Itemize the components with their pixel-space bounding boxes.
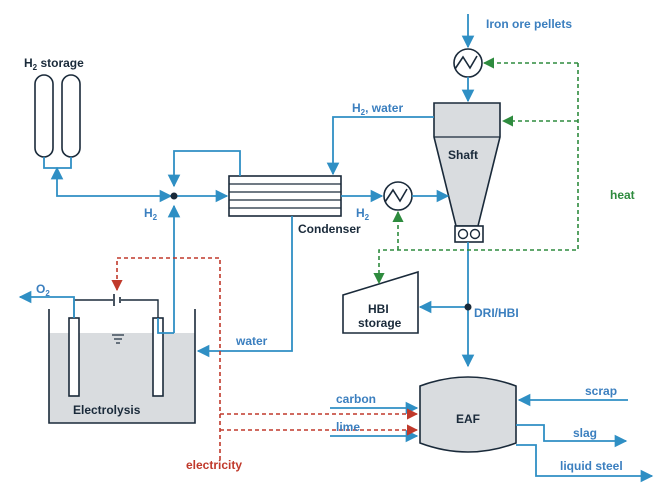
flow-slag-out <box>516 424 628 448</box>
label-dri-hbi: DRI/HBI <box>474 306 519 320</box>
label-electrolysis: Electrolysis <box>73 403 141 417</box>
flow-water-to-electrolysis <box>196 216 293 358</box>
h2-storage-tanks <box>34 74 81 158</box>
junction-dot <box>170 192 178 200</box>
label-liquid-steel: liquid steel <box>560 459 623 473</box>
label-shaft: Shaft <box>448 148 478 162</box>
hbi-storage <box>342 270 419 334</box>
electricity-to-electrolysis <box>111 257 221 460</box>
label-eaf: EAF <box>456 412 480 426</box>
label-hbi-storage-line1: HBI <box>368 302 389 316</box>
condenser <box>228 175 342 217</box>
eaf-furnace <box>419 376 517 453</box>
label-water: water <box>235 334 268 348</box>
label-iron-ore: Iron ore pellets <box>486 17 572 31</box>
label-electricity: electricity <box>186 458 242 472</box>
shaft-furnace <box>433 102 501 243</box>
label-h2-left: H2 <box>144 206 158 222</box>
heat-exchanger-top-icon <box>453 48 483 78</box>
heat-exchanger-middle-icon <box>383 181 413 211</box>
flow-liquid-steel-out <box>516 444 654 483</box>
label-heat: heat <box>610 188 635 202</box>
flow-o2-out <box>18 290 75 318</box>
heat-line-main <box>373 63 579 285</box>
label-h2-storage: H2 storage <box>24 56 84 72</box>
label-condenser: Condenser <box>298 222 361 236</box>
junction-dot <box>464 303 472 311</box>
label-o2: O2 <box>36 282 50 298</box>
label-h2-right: H2 <box>356 206 370 222</box>
label-hbi-storage-line2: storage <box>358 316 402 330</box>
label-slag: slag <box>573 426 597 440</box>
flow-h2-water-return <box>326 116 434 176</box>
label-scrap: scrap <box>585 384 617 398</box>
label-h2-water: H2, water <box>352 101 403 117</box>
label-carbon: carbon <box>336 392 376 406</box>
flow-h2-storage-to-junction <box>50 166 173 203</box>
label-lime: lime <box>336 420 360 434</box>
